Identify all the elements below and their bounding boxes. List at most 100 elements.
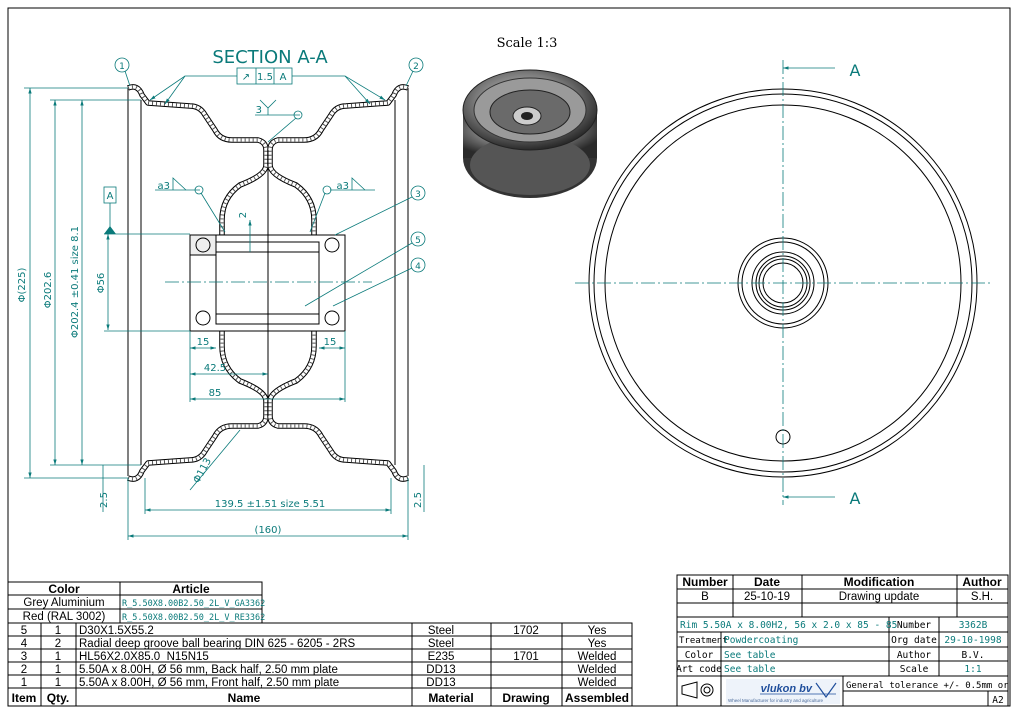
drawing-section-marker: A bbox=[850, 489, 861, 508]
balloons: 1 2 3 5 4 bbox=[114, 57, 426, 307]
dimensions: Φ(225) Φ202.6 Φ202.4 ±0.41 size 8.1 Φ56 … bbox=[17, 87, 425, 540]
title-block-company-tagline: Wheel Manufacturer for industry and agri… bbox=[728, 698, 824, 703]
color-table-headers-1: Article bbox=[172, 582, 210, 596]
parts-table-rows-1-3: Steel bbox=[428, 638, 454, 650]
parts-table-rows-0-4: 1702 bbox=[513, 625, 539, 637]
parts-table-rows-2-4: 1701 bbox=[513, 651, 539, 663]
parts-table-rows-3-5: Welded bbox=[578, 664, 617, 676]
title-block-author-label: Author bbox=[897, 650, 932, 661]
parts-table-rows-4-0: 1 bbox=[21, 677, 27, 689]
parts-table-rows-4-3: DD13 bbox=[426, 677, 455, 689]
title-block-artcode-label: Art code bbox=[676, 664, 722, 675]
drawing-dimensions-flange-left: 2.5 bbox=[99, 492, 110, 508]
parts-table-headers-0: Item bbox=[12, 691, 37, 705]
bearing-ball bbox=[195, 310, 211, 326]
bearing-ball bbox=[324, 237, 340, 253]
parts-table-rows-3-3: DD13 bbox=[426, 664, 455, 676]
parts-table-rows-2-0: 3 bbox=[21, 651, 27, 663]
title-block-company: vlukon bv bbox=[761, 683, 813, 695]
title-block-treatment-label: Treatment bbox=[679, 636, 728, 646]
section-view: SECTION A-A bbox=[17, 47, 426, 540]
title-block-orgdate: 29-10-1998 bbox=[944, 635, 1001, 646]
title-block: Number Date Modification Author B 25-10-… bbox=[676, 574, 1013, 707]
drawing-balloons-4: 4 bbox=[415, 262, 421, 272]
color-table-rows-0-0: Grey Aluminium bbox=[23, 597, 104, 609]
parts-table-headers-5: Assembled bbox=[565, 691, 629, 705]
drawing-dimensions-d56: Φ56 bbox=[96, 273, 107, 294]
parts-table-rows-0-0: 5 bbox=[21, 625, 27, 637]
parts-table-rows-3-0: 2 bbox=[21, 664, 27, 676]
part-description: Rim 5.50A x 8.00H2, 56 x 2.0 x 85 - 85 bbox=[680, 620, 897, 631]
sheet-size: A2 bbox=[992, 695, 1003, 706]
revision-table-rows-0-1: 25-10-19 bbox=[744, 591, 790, 603]
revision-table: Number Date Modification Author B 25-10-… bbox=[682, 575, 1002, 603]
parts-row: 2 1 5.50A x 8.00H, Ø 56 mm, Back half, 2.5… bbox=[21, 664, 617, 676]
parts-table-rows-1-0: 4 bbox=[21, 638, 28, 650]
title-block-scale-label: Scale bbox=[900, 664, 929, 675]
title-block-number-label: Number bbox=[897, 620, 932, 631]
title-block-orgdate-label: Org date bbox=[891, 635, 937, 646]
revision-table-rows-0-2: Drawing update bbox=[839, 591, 920, 603]
revision-table-headers-1: Date bbox=[754, 575, 780, 589]
drawing-dimensions-w15-left: 15 bbox=[197, 337, 210, 348]
drawing-dimensions-w15-right: 15 bbox=[324, 337, 337, 348]
parts-table-rows-0-2: D30X1.5X55.2 bbox=[79, 625, 154, 637]
parts-table-rows-2-2: HL56X2.0X85.0_N15N15 bbox=[79, 651, 209, 663]
title-block-color: See table bbox=[724, 650, 776, 661]
balloon-1: 1 bbox=[114, 57, 131, 87]
drawing-dimensions-half-hub: 42.5 bbox=[204, 363, 226, 374]
drawing-dimensions-thick: 2 bbox=[238, 212, 249, 218]
section-marker-bottom: A bbox=[783, 489, 861, 508]
balloon-2: 2 bbox=[405, 57, 424, 87]
revision-table-rows-0-3: S.H. bbox=[971, 591, 993, 603]
color-table-rows-1-0: Red (RAL 3002) bbox=[23, 611, 106, 623]
drawing-dimensions-d2026: Φ202.6 bbox=[43, 272, 54, 309]
color-table: Color Article Grey Aluminium R_5.50X8.00… bbox=[7, 581, 265, 624]
section-title: SECTION A-A bbox=[212, 47, 328, 68]
color-table-rows-0-1: R_5.50X8.00B2.50_2L_V_GA3362 bbox=[122, 599, 265, 609]
drawing-dimensions-flange-right: 2.5 bbox=[413, 492, 424, 508]
parts-table-rows-3-2: 5.50A x 8.00H, Ø 56 mm, Back half, 2.50 … bbox=[79, 664, 338, 676]
tolerance-frame: ↗ 1.5 A bbox=[149, 67, 386, 105]
section-marker-top: A bbox=[783, 61, 861, 80]
revision-table-headers-3: Author bbox=[962, 575, 1002, 589]
parts-table-headers-1: Qty. bbox=[47, 691, 69, 705]
title-block-author: B.V. bbox=[962, 650, 985, 661]
parts-table-rows-2-5: Welded bbox=[578, 651, 617, 663]
title-block-number: 3362B bbox=[959, 620, 988, 631]
parts-table-rows-0-3: Steel bbox=[428, 625, 454, 637]
parts-table-headers-2: Name bbox=[228, 691, 261, 705]
color-table-headers-0: Color bbox=[48, 582, 80, 596]
parts-table-rows-1-5: Yes bbox=[588, 638, 607, 650]
parts-table-rows-3-1: 1 bbox=[55, 664, 61, 676]
revision-table-headers-2: Modification bbox=[844, 575, 915, 589]
parts-table-rows-4-5: Welded bbox=[578, 677, 617, 689]
drawing-balloons-1: 2 bbox=[413, 62, 419, 72]
parts-table-rows-4-2: 5.50A x 8.00H, Ø 56 mm, Front half, 2.50… bbox=[79, 677, 339, 689]
drawing-tolerance-frame-datum: A bbox=[280, 72, 287, 83]
bearing-ball bbox=[195, 237, 211, 253]
hub-bearing-assembly bbox=[189, 150, 346, 416]
drawing-dimensions-d225: Φ(225) bbox=[17, 268, 28, 303]
drawing-tolerance-frame-value: 1.5 bbox=[257, 72, 273, 83]
title-block-color-label: Color bbox=[685, 650, 714, 661]
revision-table-headers-0: Number bbox=[682, 575, 728, 589]
datum-a: A bbox=[103, 186, 190, 235]
drawing-dimensions-hub: 85 bbox=[209, 388, 222, 399]
drawing-weld-center: 3 bbox=[256, 105, 262, 116]
bearing-ball bbox=[324, 310, 340, 326]
title-block-artcode: See table bbox=[724, 664, 776, 675]
weld-symbols: 3 a3 a3 bbox=[155, 99, 375, 233]
drawing-datum-label: A bbox=[107, 191, 114, 202]
parts-table-rows-1-1: 2 bbox=[55, 638, 61, 650]
parts-table-headers-4: Drawing bbox=[502, 691, 549, 705]
parts-table-rows-4-1: 1 bbox=[55, 677, 61, 689]
title-block-scale: 1:1 bbox=[964, 664, 981, 675]
drawing-balloons-2: 3 bbox=[415, 190, 421, 200]
rim-profile bbox=[128, 87, 408, 479]
